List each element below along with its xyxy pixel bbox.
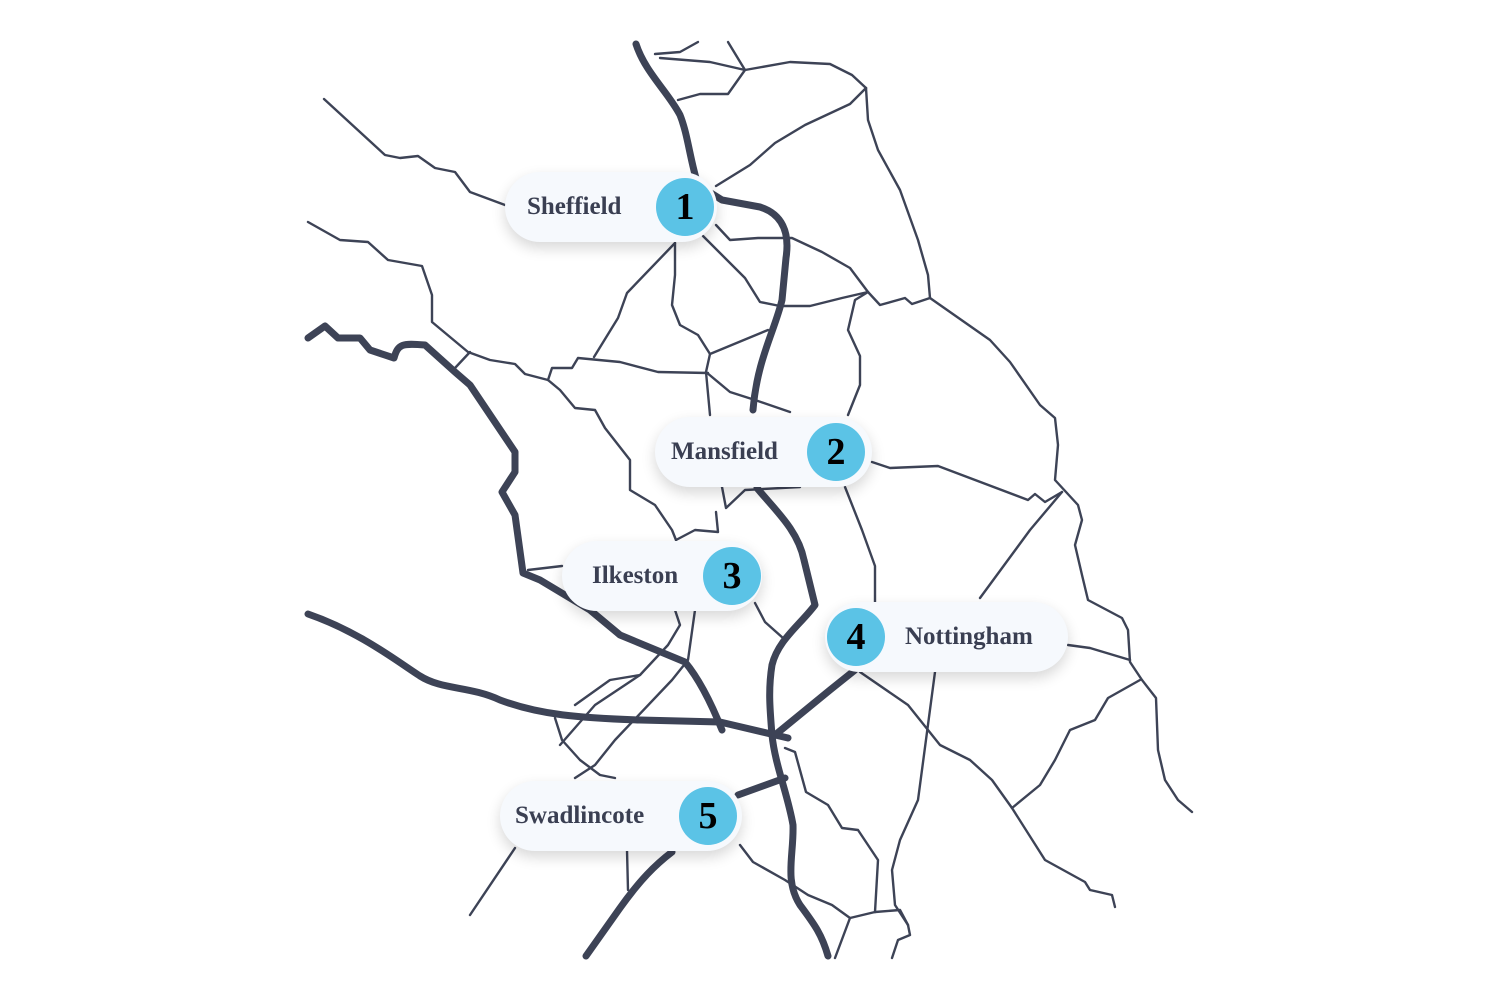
minor-roads (306, 40, 1194, 960)
location-number-badge: 5 (679, 787, 737, 845)
location-marker-swadlincote[interactable]: Swadlincote 5 (500, 781, 742, 851)
location-number-badge: 3 (703, 547, 761, 605)
major-roads (304, 40, 859, 960)
location-marker-sheffield[interactable]: Sheffield 1 (505, 172, 717, 242)
location-marker-mansfield[interactable]: Mansfield 2 (655, 417, 872, 487)
location-name: Sheffield (527, 193, 622, 220)
location-marker-ilkeston[interactable]: Ilkeston 3 (562, 541, 762, 611)
location-name: Ilkeston (592, 562, 679, 589)
location-number-badge: 4 (827, 608, 885, 666)
location-name: Swadlincote (515, 802, 645, 829)
location-number-badge: 1 (656, 178, 714, 236)
location-marker-nottingham[interactable]: 4 Nottingham (825, 602, 1068, 672)
location-name: Mansfield (671, 438, 778, 465)
location-name: Nottingham (905, 623, 1033, 650)
location-number-badge: 2 (807, 423, 865, 481)
